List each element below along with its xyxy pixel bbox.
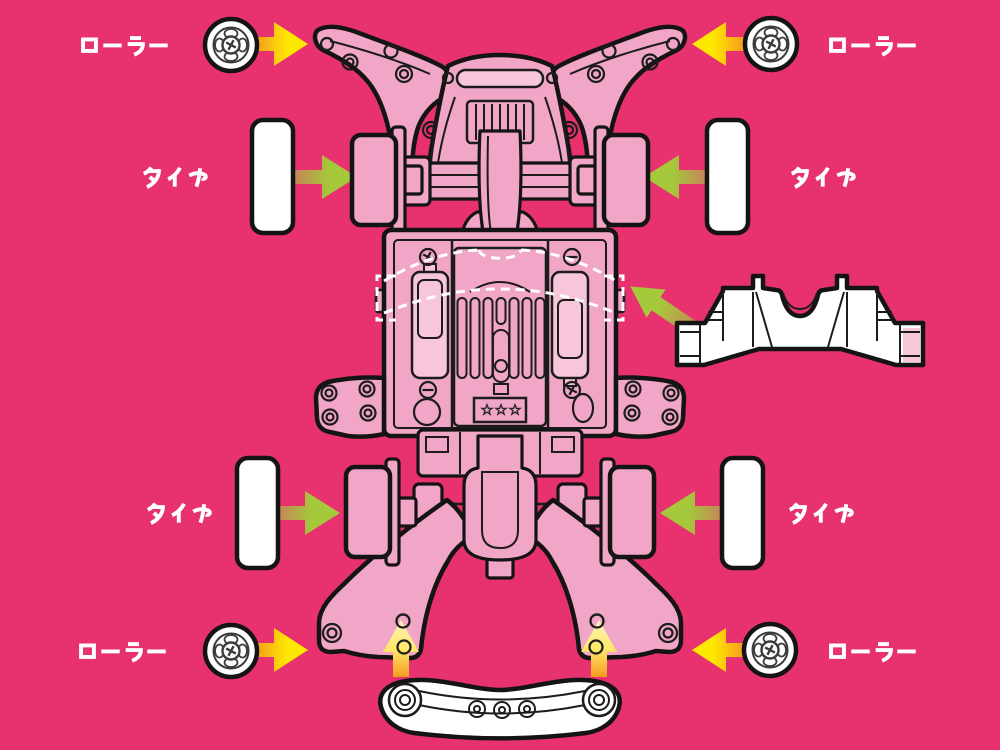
tire-icon [234, 455, 281, 571]
front-shaft-cover [477, 129, 523, 246]
battery-tray [374, 227, 626, 439]
roller-wheel-icon [745, 18, 797, 70]
label-tire-lower-left [145, 500, 214, 526]
tire-icon [719, 455, 766, 571]
side-plate-right [616, 378, 684, 437]
chassis-illustration [315, 27, 685, 658]
screw-icons [418, 247, 582, 400]
leg-hole-overlays [395, 613, 605, 655]
label-tire-lower-right [787, 500, 856, 526]
battery-right [550, 270, 590, 380]
battery-left [410, 270, 450, 380]
label-tire-mid-left [141, 164, 210, 190]
under-guard-part [378, 677, 622, 741]
attachment-dashed-outline [375, 248, 625, 322]
label-roller-bottom-right [826, 638, 918, 664]
label-roller-top-right [826, 32, 918, 58]
roller-wheel-icon [744, 624, 796, 676]
propeller-shaft-cover [462, 434, 538, 562]
rear-stay-part [674, 273, 926, 368]
side-plate-left [316, 378, 384, 437]
label-roller-top-left [78, 32, 170, 58]
roller-wheel-icon [205, 19, 257, 71]
motor-cover [452, 246, 548, 428]
tire-icon [704, 117, 751, 236]
label-roller-bottom-left [76, 638, 168, 664]
label-tire-mid-right [789, 164, 858, 190]
roller-wheel-icon [205, 625, 257, 677]
tire-icon [249, 117, 296, 236]
